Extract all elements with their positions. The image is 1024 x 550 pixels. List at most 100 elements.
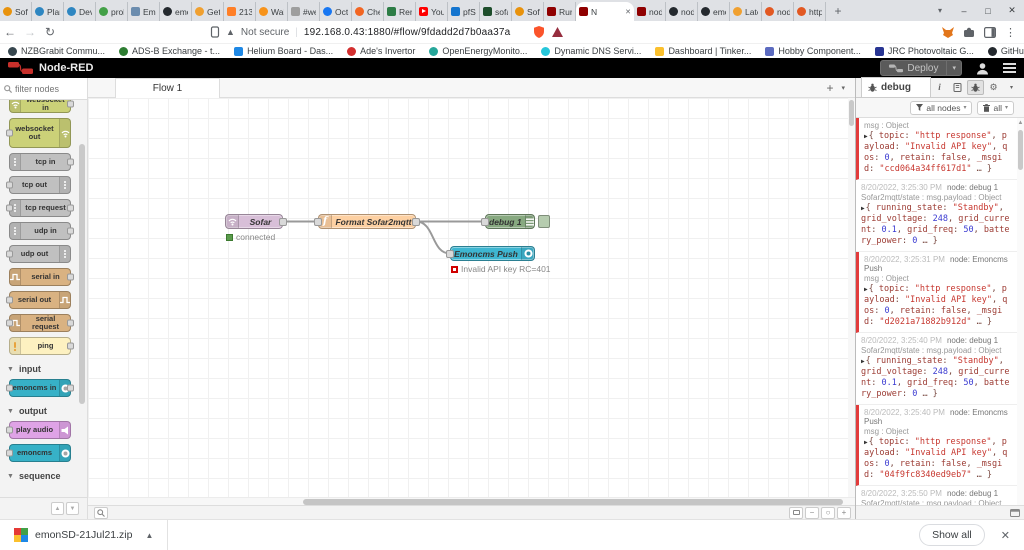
sidebar-options-caret[interactable]: ▾	[1009, 84, 1013, 91]
add-flow-button[interactable]: +	[826, 81, 834, 95]
browser-tab[interactable]: Plant	[32, 2, 64, 21]
url-text[interactable]: 192.168.0.43:1880/#flow/9fdadd2d7b0aa37a	[303, 26, 511, 38]
browser-tab[interactable]: sofar	[480, 2, 512, 21]
debug-pop-out-icon[interactable]	[1010, 508, 1020, 517]
download-item-caret[interactable]: ▲	[145, 530, 154, 540]
address-bar[interactable]: ▲ Not secure | 192.168.0.43:1880/#flow/9…	[210, 26, 564, 38]
browser-tab[interactable]: emo	[698, 2, 730, 21]
browser-tab[interactable]: Rene	[384, 2, 416, 21]
minimize-button[interactable]: –	[961, 5, 967, 16]
browser-tab[interactable]: emon	[160, 2, 192, 21]
forward-icon[interactable]: →	[24, 25, 36, 39]
tab-close-icon[interactable]: ✕	[625, 8, 631, 16]
metamask-extension-icon[interactable]	[942, 26, 954, 38]
main-menu-icon[interactable]	[1003, 61, 1016, 75]
bookmark-item[interactable]: Hobby Component...	[765, 46, 861, 56]
zoom-out-button[interactable]: −	[805, 506, 819, 519]
bookmark-item[interactable]: Dynamic DNS Servi...	[541, 46, 641, 56]
output-port[interactable]	[279, 217, 287, 226]
reload-icon[interactable]: ↻	[44, 25, 56, 39]
bookmark-item[interactable]: Dashboard | Tinker...	[655, 46, 751, 56]
palette-node-websocket-out[interactable]: websocket out	[6, 118, 71, 148]
palette-section-output[interactable]: ▼output	[7, 406, 87, 416]
security-label[interactable]: Not secure	[240, 26, 290, 38]
bookmark-item[interactable]: ADS-B Exchange - t...	[119, 46, 220, 56]
tab-search-icon[interactable]: ▾	[937, 6, 942, 15]
bookmark-item[interactable]: GitHub - cmcgerty/...	[987, 46, 1024, 56]
expand-arrow-icon[interactable]: ▶	[864, 133, 868, 140]
bookmark-item[interactable]: Helium Board - Das...	[234, 46, 333, 56]
browser-tab[interactable]: Sofar	[0, 2, 32, 21]
menu-kebab-icon[interactable]: ⋮	[1005, 26, 1016, 39]
canvas-vertical-scrollbar[interactable]	[848, 98, 855, 497]
expand-arrow-icon[interactable]: ▶	[861, 205, 865, 212]
browser-tab[interactable]: Emon	[128, 2, 160, 21]
download-bar-close-icon[interactable]: ✕	[1000, 529, 1010, 542]
browser-tab[interactable]: prob	[96, 2, 128, 21]
zoom-fit-button[interactable]	[789, 506, 803, 519]
new-tab-button[interactable]: +	[834, 4, 842, 18]
browser-tab[interactable]: #wea	[288, 2, 320, 21]
palette-node-tcp-request[interactable]: tcp request	[6, 199, 74, 217]
palette-collapse-all-button[interactable]: ▲	[51, 502, 64, 515]
bookmark-item[interactable]: NZBGrabit Commu...	[8, 46, 105, 56]
palette-filter-input[interactable]	[15, 83, 75, 94]
browser-tab[interactable]: YouT	[416, 2, 448, 21]
debug-message-content[interactable]: ▶{ running_state: "Standby", grid_voltag…	[861, 356, 1010, 399]
debug-message-content[interactable]: ▶{ topic: "http response", payload: "Inv…	[864, 284, 1008, 327]
user-icon[interactable]	[976, 62, 989, 75]
canvas-search-button[interactable]	[94, 506, 108, 519]
back-icon[interactable]: ←	[4, 25, 16, 39]
deploy-options-caret[interactable]: ▾	[946, 61, 961, 75]
palette-node-serial-out[interactable]: serial out	[6, 291, 71, 309]
browser-tab[interactable]: Chec	[352, 2, 384, 21]
debug-message-content[interactable]: ▶{ running_state: "Standby", grid_voltag…	[861, 203, 1010, 246]
browser-tab[interactable]: N✕	[576, 2, 634, 21]
security-warning-icon[interactable]: ▲	[226, 27, 235, 37]
deploy-button[interactable]: Deploy ▾	[880, 60, 962, 76]
debug-clear-button[interactable]: all ▾	[977, 100, 1014, 115]
browser-tab[interactable]: https	[794, 2, 826, 21]
input-port[interactable]	[446, 249, 454, 258]
browser-tab[interactable]: Getti	[192, 2, 224, 21]
info-tab-icon[interactable]: i	[938, 82, 941, 92]
flow-list-caret[interactable]: ▾	[841, 85, 845, 92]
browser-tab[interactable]: pfSe	[448, 2, 480, 21]
browser-tab[interactable]: node	[634, 2, 666, 21]
flow-node-emoncms[interactable]: Emoncms Push Invalid API key RC=401	[446, 246, 551, 274]
debug-tab-icon[interactable]	[967, 79, 984, 95]
browser-tab[interactable]: Lates	[730, 2, 762, 21]
bookmark-item[interactable]: OpenEnergyMonito...	[429, 46, 527, 56]
browser-tab[interactable]: Wall	[256, 2, 288, 21]
palette-node-udp-out[interactable]: udp out	[6, 245, 71, 263]
debug-enable-toggle[interactable]	[538, 215, 550, 228]
input-port[interactable]	[314, 217, 322, 226]
reading-list-icon[interactable]	[210, 26, 220, 38]
palette-section-input[interactable]: ▼input	[7, 364, 87, 374]
palette-scrollbar[interactable]	[79, 104, 86, 493]
palette-node-emoncms-in[interactable]: emoncms in	[6, 379, 74, 397]
browser-tab[interactable]: node	[762, 2, 794, 21]
palette-node-websocket-in[interactable]: websocket in	[9, 100, 74, 113]
flow-node-function[interactable]: f Format Sofar2mqtt	[314, 214, 420, 229]
palette-node-serial-request[interactable]: serial request	[6, 314, 74, 332]
palette-node-udp-in[interactable]: udp in	[9, 222, 74, 240]
extensions-puzzle-icon[interactable]	[963, 26, 975, 38]
palette-node-play-audio[interactable]: play audio	[6, 421, 71, 439]
flow-node-sofar[interactable]: Sofar connected	[225, 214, 287, 242]
palette-node-serial-in[interactable]: serial in	[9, 268, 74, 286]
browser-tab[interactable]: 2130	[224, 2, 256, 21]
zoom-reset-button[interactable]: ○	[821, 506, 835, 519]
palette-section-sequence[interactable]: ▼sequence	[7, 471, 87, 481]
browser-tab[interactable]: node	[666, 2, 698, 21]
flow-tab[interactable]: Flow 1	[115, 78, 220, 98]
shield-extension-icon[interactable]	[534, 26, 545, 38]
maximize-button[interactable]: □	[985, 5, 991, 16]
side-panel-icon[interactable]	[984, 26, 996, 38]
input-port[interactable]	[481, 217, 489, 226]
config-gear-icon[interactable]: ⚙	[989, 81, 998, 92]
canvas-horizontal-scrollbar[interactable]	[88, 497, 855, 505]
